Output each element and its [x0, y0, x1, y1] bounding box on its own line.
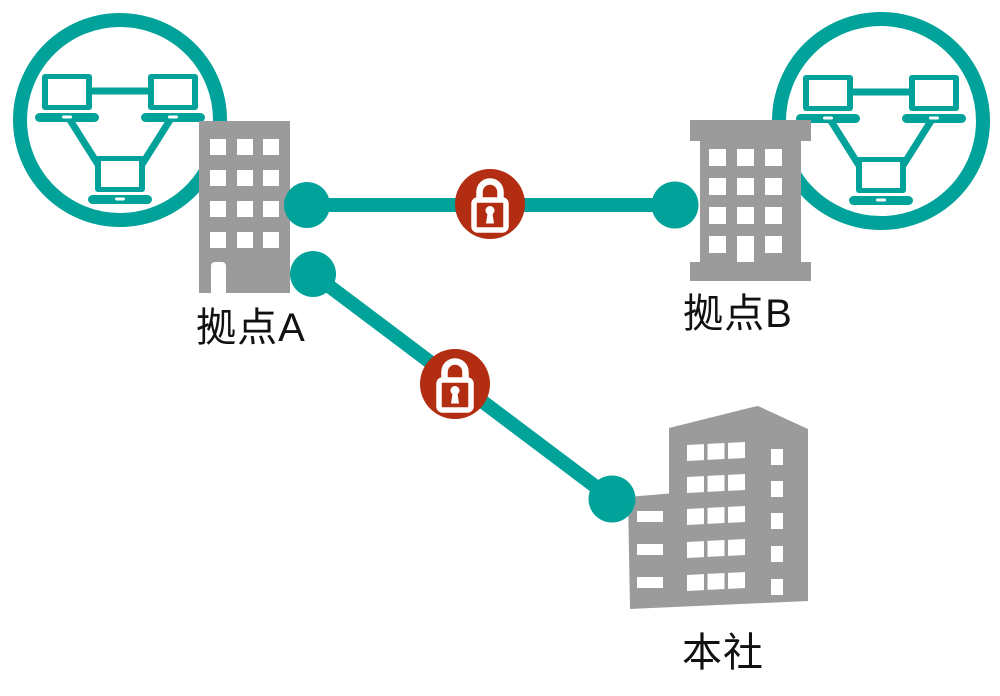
site-a-label: 拠点A [196, 306, 306, 350]
hq-label: 本社 [682, 631, 764, 675]
lock-icon-link-a-hq [420, 349, 490, 419]
building-site-b-icon [690, 120, 811, 281]
site-b-label: 拠点B [683, 292, 793, 336]
link-endpoint-dot-a1 [284, 182, 330, 228]
lan-ring-site-a [13, 13, 227, 227]
link-endpoint-dot-b [651, 181, 699, 229]
building-site-a-icon [199, 121, 290, 293]
laptop-network-icon-site-b [796, 75, 966, 205]
link-endpoint-dot-hq [588, 475, 636, 523]
lock-icon-link-a-b [455, 169, 525, 239]
building-hq-icon [628, 406, 808, 609]
link-endpoint-dot-a2 [290, 251, 336, 297]
laptop-network-icon-site-a [35, 74, 205, 204]
